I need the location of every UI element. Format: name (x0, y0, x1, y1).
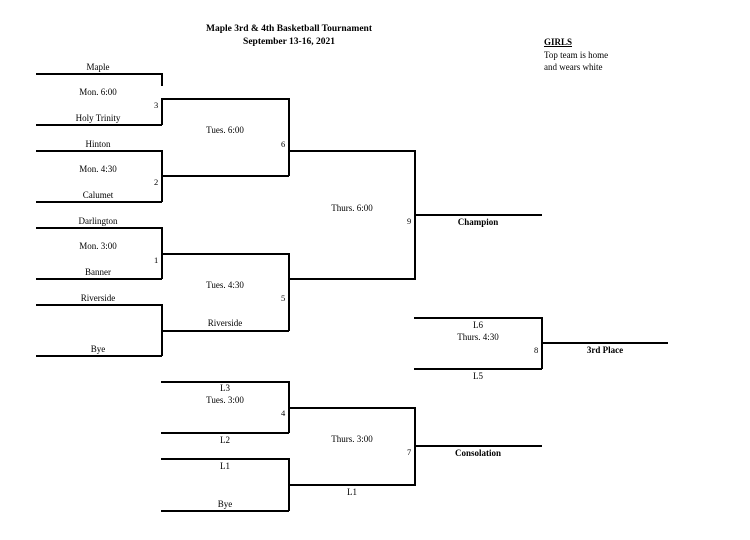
game-6-time: Tues. 6:00 (206, 125, 244, 135)
game-9-number: 9 (407, 216, 412, 226)
bracket-line (161, 253, 289, 255)
bracket-line (36, 150, 162, 152)
team-bye: Bye (90, 344, 106, 354)
game-6-number: 6 (281, 139, 286, 149)
bracket-line (36, 201, 162, 203)
division-label: GIRLS (544, 37, 573, 47)
game-4-bottom-slot: L2 (220, 435, 230, 445)
consolation-label: Consolation (454, 448, 502, 458)
game-5-time: Tues. 4:30 (206, 280, 244, 290)
team-darlington: Darlington (78, 216, 118, 226)
bye-2-top-slot: L1 (220, 461, 230, 471)
bracket-line (161, 73, 163, 86)
bracket-line (36, 355, 162, 357)
team-riverside-advanced: Riverside (207, 318, 243, 328)
game-7-time: Thurs. 3:00 (331, 434, 373, 444)
bracket-line (36, 124, 162, 126)
game-3-number: 3 (154, 100, 159, 110)
bracket-line (161, 98, 289, 100)
note-line-1: Top team is home (544, 50, 609, 60)
bracket-line (288, 98, 290, 176)
note-line-2: and wears white (544, 62, 603, 72)
team-hinton: Hinton (85, 139, 111, 149)
third-place-line (541, 342, 668, 344)
bracket-line (161, 510, 289, 512)
bracket-line (36, 73, 162, 75)
team-banner: Banner (85, 267, 111, 277)
game-8-top-slot: L6 (473, 320, 483, 330)
team-holy-trinity: Holy Trinity (75, 113, 121, 123)
team-riverside: Riverside (80, 293, 116, 303)
bracket-line (288, 150, 416, 152)
bracket-line (161, 432, 289, 434)
game-5-number: 5 (281, 293, 286, 303)
game-8-bottom-slot: L5 (473, 371, 483, 381)
consolation-line (414, 445, 542, 447)
bracket-line (36, 227, 162, 229)
game-2-time: Mon. 4:30 (79, 164, 117, 174)
team-calumet: Calumet (82, 190, 114, 200)
game-2-number: 2 (154, 177, 159, 187)
bracket-line (288, 253, 290, 331)
tournament-title: Maple 3rd & 4th Basketball Tournament (205, 24, 373, 34)
game-1-number: 1 (154, 255, 159, 265)
bracket-line (288, 407, 416, 409)
game-7-number: 7 (407, 447, 412, 457)
game-8-time: Thurs. 4:30 (457, 332, 499, 342)
game-3-time: Mon. 6:00 (79, 87, 117, 97)
game-4-time: Tues. 3:00 (206, 395, 244, 405)
game-8-number: 8 (534, 345, 539, 355)
game-1-time: Mon. 3:00 (79, 241, 117, 251)
bracket-line (36, 304, 162, 306)
tournament-dates: September 13-16, 2021 (243, 37, 335, 47)
game-4-number: 4 (281, 408, 286, 418)
game-7-bottom-slot: L1 (347, 487, 357, 497)
bracket-line (414, 317, 542, 319)
bracket-line (414, 368, 542, 370)
bracket-line (161, 381, 289, 383)
team-maple: Maple (86, 62, 110, 72)
bracket-line (161, 458, 289, 460)
bye-2-bottom-slot: Bye (217, 499, 233, 509)
game-4-top-slot: L3 (220, 383, 230, 393)
game-9-time: Thurs. 6:00 (331, 203, 373, 213)
bracket-line (161, 330, 289, 332)
champion-label: Champion (457, 217, 499, 227)
champion-line (414, 214, 542, 216)
bracket-line (161, 98, 163, 125)
bracket-line (36, 278, 162, 280)
bracket-line (161, 175, 289, 177)
bracket-line (288, 484, 416, 486)
third-place-label: 3rd Place (586, 345, 624, 355)
bracket-line (288, 278, 416, 280)
